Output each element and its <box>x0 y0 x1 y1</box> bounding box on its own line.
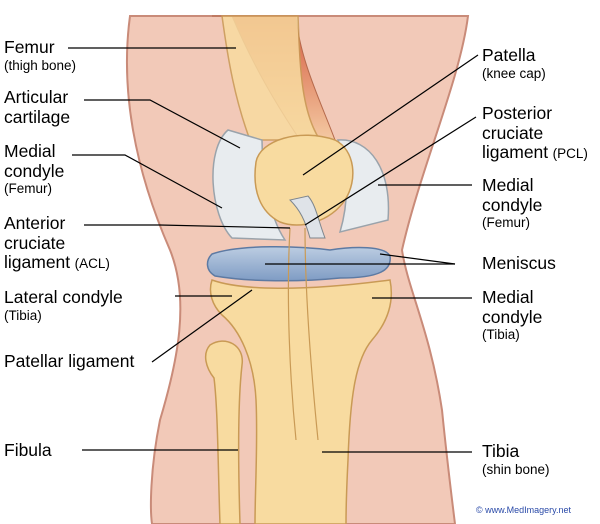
label-patella-sub: (knee cap) <box>482 65 546 81</box>
label-fibula: Fibula <box>4 440 52 461</box>
label-mcl-line1: Medial <box>4 141 56 161</box>
label-pcl: Posterior cruciate ligament (PCL) <box>482 103 588 163</box>
label-pcl-line2: cruciate <box>482 122 544 143</box>
label-mcr-line1: Medial <box>482 175 534 195</box>
label-lateral-condyle-main: Lateral condyle <box>4 287 123 307</box>
label-acl-line2: cruciate <box>4 232 66 253</box>
label-acl-abbr: (ACL) <box>74 256 110 272</box>
label-patellar-ligament: Patellar ligament <box>4 351 135 372</box>
label-acl: Anterior cruciate ligament (ACL) <box>4 213 110 273</box>
label-mct-line2: condyle <box>482 306 543 327</box>
label-meniscus: Meniscus <box>482 253 556 274</box>
label-patellar-ligament-main: Patellar ligament <box>4 351 135 371</box>
credit-text: www.MedImagery.net <box>485 505 572 515</box>
label-tibia: Tibia (shin bone) <box>482 441 550 477</box>
label-acl-line1: Anterior <box>4 213 66 233</box>
label-mcl-line2: condyle <box>4 160 65 181</box>
label-medial-condyle-femur-left: Medial condyle (Femur) <box>4 141 65 197</box>
label-mct-line1: Medial <box>482 287 534 307</box>
label-mcl-sub: (Femur) <box>4 181 52 197</box>
label-mcr-line2: condyle <box>482 194 543 215</box>
fibula-bone <box>204 340 243 524</box>
tibia-bone <box>209 279 392 524</box>
label-pcl-abbr: (PCL) <box>552 146 588 162</box>
label-patella: Patella (knee cap) <box>482 45 546 81</box>
cruciate-ligaments <box>289 195 326 239</box>
label-pcl-line1: Posterior <box>482 103 553 123</box>
label-patella-main: Patella <box>482 45 536 65</box>
label-mcr-sub: (Femur) <box>482 215 530 231</box>
label-articular-line1: Articular <box>4 87 69 107</box>
label-fibula-main: Fibula <box>4 440 52 460</box>
patellar-ligament-band <box>287 227 319 441</box>
label-mct-sub: (Tibia) <box>482 327 520 343</box>
label-medial-condyle-femur-right: Medial condyle (Femur) <box>482 175 543 231</box>
label-medial-condyle-tibia-right: Medial condyle (Tibia) <box>482 287 543 343</box>
label-tibia-main: Tibia <box>482 441 520 461</box>
label-meniscus-main: Meniscus <box>482 253 556 273</box>
label-femur-sub: (thigh bone) <box>4 57 77 73</box>
label-articular-cartilage: Articular cartilage <box>4 87 71 127</box>
label-acl-line3: ligament <box>4 252 71 273</box>
credit-link[interactable]: © www.MedImagery.net <box>476 505 572 515</box>
label-lateral-condyle-sub: (Tibia) <box>4 307 42 323</box>
leader-lines <box>68 47 479 453</box>
label-femur: Femur (thigh bone) <box>4 37 77 73</box>
label-articular-line2: cartilage <box>4 106 71 127</box>
label-lateral-condyle: Lateral condyle (Tibia) <box>4 287 123 323</box>
label-pcl-line3: ligament <box>482 142 549 163</box>
label-femur-main: Femur <box>4 37 55 57</box>
label-tibia-sub: (shin bone) <box>482 461 550 477</box>
